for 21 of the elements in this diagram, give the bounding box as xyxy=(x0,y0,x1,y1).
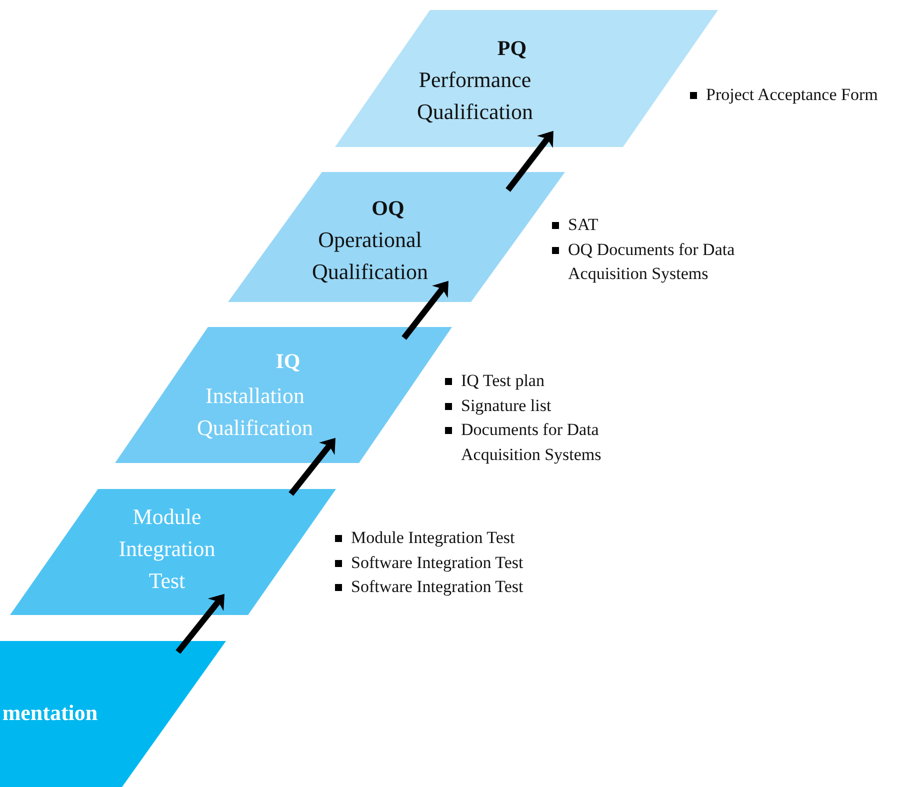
arrow xyxy=(506,130,554,192)
phase-title: Installation Qualification xyxy=(196,382,314,442)
phase-title: mentation xyxy=(1,699,99,727)
bullet-item: Documents for Data Acquisition Systems xyxy=(445,418,645,467)
bullet-item: Project Acceptance Form xyxy=(690,83,910,108)
arrow xyxy=(402,280,448,340)
bullet-item: Software Integration Test xyxy=(335,550,575,575)
bullet-item: Software Integration Test xyxy=(335,575,575,600)
bullet-item: SAT xyxy=(552,213,772,238)
arrow xyxy=(288,438,336,496)
bullet-item: IQ Test plan xyxy=(445,369,645,394)
bullet-item: Module Integration Test xyxy=(335,526,575,550)
phase-abbreviation: PQ xyxy=(496,35,528,62)
arrow xyxy=(176,594,224,654)
bullet-item: Signature list xyxy=(445,394,645,418)
phase-title: Module Integration Test xyxy=(118,503,216,595)
bullet-item: OQ Documents for Data Acquisition Systems xyxy=(552,238,772,286)
phase-abbreviation: IQ xyxy=(274,348,302,375)
phase-abbreviation: OQ xyxy=(370,195,406,222)
phase-title: Operational Qualification xyxy=(310,226,430,286)
phase-title: Performance Qualification xyxy=(416,66,534,126)
